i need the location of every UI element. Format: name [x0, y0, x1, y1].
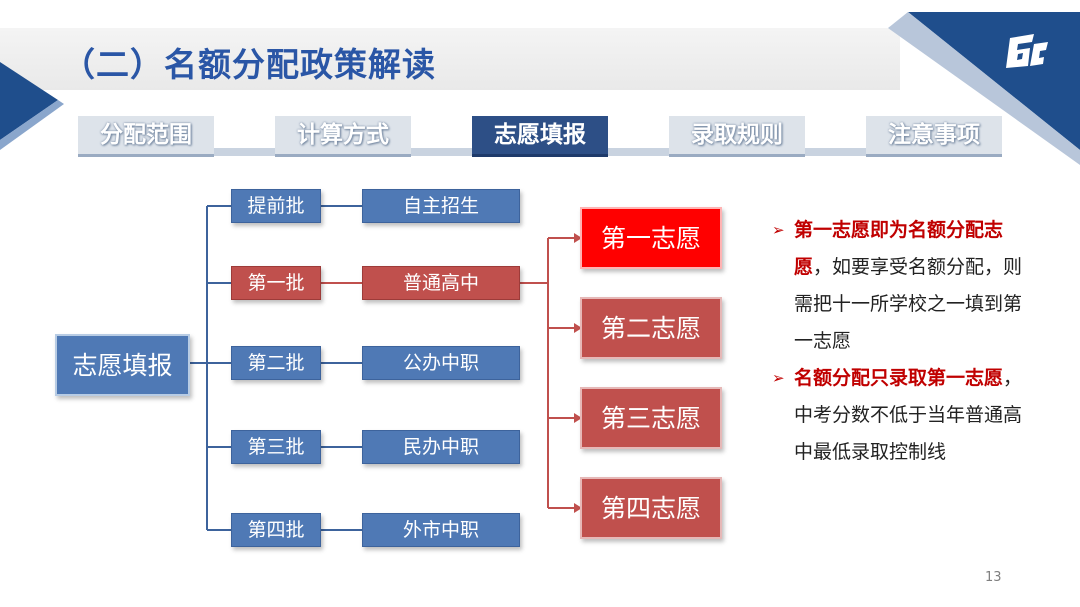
title-band — [0, 28, 900, 90]
page-title: （二）名额分配政策解读 — [62, 45, 436, 84]
left-corner-accent — [0, 100, 64, 150]
tab-admission-rules[interactable]: 录取规则 — [669, 116, 805, 157]
arrow-bullet-icon: ➢ — [772, 221, 785, 239]
tab-allocation-scope[interactable]: 分配范围 — [78, 116, 214, 157]
note-text: ，中考分数不低于当年普通高中最低录取控制线 — [794, 367, 1023, 463]
school-node: 外市中职 — [362, 513, 520, 547]
page-number: 13 — [985, 570, 1002, 585]
root-node: 志愿填报 — [55, 334, 190, 396]
batch-node: 第一批 — [231, 266, 321, 300]
arrow-bullet-icon: ➢ — [772, 369, 785, 387]
right-corner-accent — [888, 12, 1080, 165]
school-node: 普通高中 — [362, 266, 520, 300]
school-node: 民办中职 — [362, 430, 520, 464]
note-item: ➢ 名额分配只录取第一志愿，中考分数不低于当年普通高中最低录取控制线 — [772, 360, 1027, 471]
batch-node: 提前批 — [231, 189, 321, 223]
choice-node-first: 第一志愿 — [580, 207, 722, 269]
batch-node: 第二批 — [231, 346, 321, 380]
notes-panel: ➢第一志愿即为名额分配志愿，如要享受名额分配，则需把十一所学校之一填到第一志愿 … — [772, 212, 1027, 471]
tab-application-filling[interactable]: 志愿填报 — [472, 116, 608, 157]
logo-icon — [1006, 34, 1048, 68]
school-node: 公办中职 — [362, 346, 520, 380]
note-item: ➢ 第一志愿即为名额分配志愿，如要享受名额分配，则需把十一所学校之一填到第一志愿 — [772, 212, 1027, 360]
batch-node: 第四批 — [231, 513, 321, 547]
tab-calculation-method[interactable]: 计算方式 — [275, 116, 411, 157]
left-corner-shape — [0, 62, 58, 140]
batch-node: 第三批 — [231, 430, 321, 464]
note-highlight: 名额分配只录取第一志愿 — [794, 367, 1004, 389]
note-highlight: 第一志愿即为名额分配志愿 — [794, 219, 1004, 278]
choice-node: 第二志愿 — [580, 297, 722, 359]
school-node: 自主招生 — [362, 189, 520, 223]
note-text: ，如要享受名额分配，则需把十一所学校之一填到第一志愿 — [794, 256, 1023, 352]
choice-node: 第三志愿 — [580, 387, 722, 449]
choice-node: 第四志愿 — [580, 477, 722, 539]
tab-notes[interactable]: 注意事项 — [866, 116, 1002, 157]
